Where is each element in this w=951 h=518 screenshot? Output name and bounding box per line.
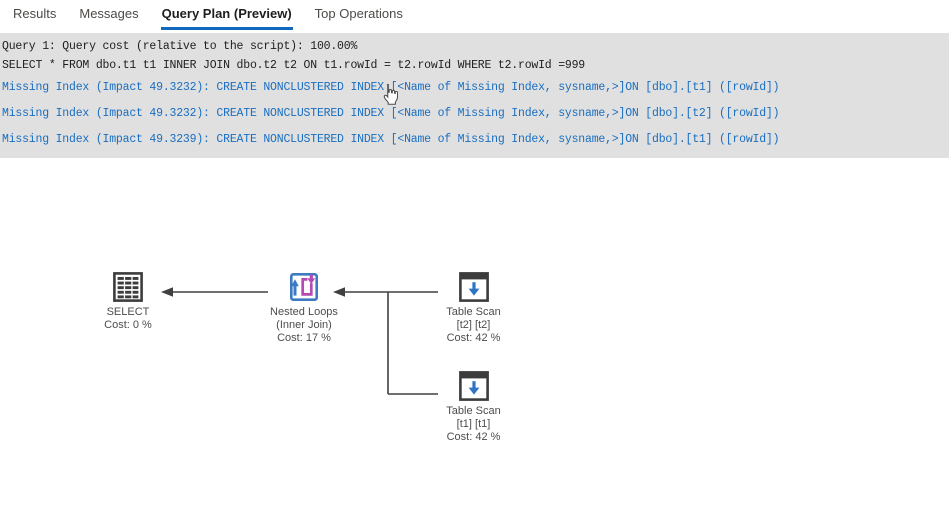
results-tab-bar: Results Messages Query Plan (Preview) To… bbox=[0, 0, 951, 33]
nested-loops-icon bbox=[289, 272, 318, 301]
node-cost: Cost: 0 % bbox=[104, 319, 152, 331]
tab-top-operations[interactable]: Top Operations bbox=[314, 6, 403, 21]
missing-index-link[interactable]: Missing Index (Impact 49.3232): CREATE N… bbox=[2, 81, 780, 94]
tab-messages[interactable]: Messages bbox=[79, 6, 139, 21]
query-plan-header: Query 1: Query cost (relative to the scr… bbox=[0, 33, 949, 158]
node-sublabel: (Inner Join) bbox=[276, 319, 332, 331]
node-sublabel: [t2] [t2] bbox=[456, 319, 491, 331]
missing-index-link[interactable]: Missing Index (Impact 49.3239): CREATE N… bbox=[2, 133, 780, 146]
table-scan-icon bbox=[458, 272, 489, 302]
result-table-icon bbox=[113, 272, 143, 302]
table-scan-icon bbox=[458, 371, 489, 401]
node-cost: Cost: 42 % bbox=[446, 431, 501, 443]
tab-results[interactable]: Results bbox=[13, 6, 57, 21]
query-cost-line: Query 1: Query cost (relative to the scr… bbox=[2, 40, 358, 53]
node-cost: Cost: 17 % bbox=[277, 332, 331, 344]
tab-query-plan[interactable]: Query Plan (Preview) bbox=[160, 0, 293, 30]
node-label: Nested Loops bbox=[270, 306, 338, 318]
node-sublabel: [t1] [t1] bbox=[456, 418, 491, 430]
query-text-line: SELECT * FROM dbo.t1 t1 INNER JOIN dbo.t… bbox=[2, 59, 585, 72]
plan-node-nested-loops[interactable]: Nested Loops (Inner Join) Cost: 17 % bbox=[244, 272, 364, 345]
plan-node-table-scan-t1[interactable]: Table Scan [t1] [t1] Cost: 42 % bbox=[413, 371, 534, 444]
node-label: SELECT bbox=[106, 306, 150, 318]
missing-index-link[interactable]: Missing Index (Impact 49.3232): CREATE N… bbox=[2, 107, 780, 120]
node-cost: Cost: 42 % bbox=[446, 332, 501, 344]
node-label: Table Scan bbox=[446, 306, 501, 318]
plan-node-table-scan-t2[interactable]: Table Scan [t2] [t2] Cost: 42 % bbox=[413, 272, 534, 345]
node-label: Table Scan bbox=[446, 405, 501, 417]
plan-node-select[interactable]: SELECT Cost: 0 % bbox=[68, 272, 188, 332]
